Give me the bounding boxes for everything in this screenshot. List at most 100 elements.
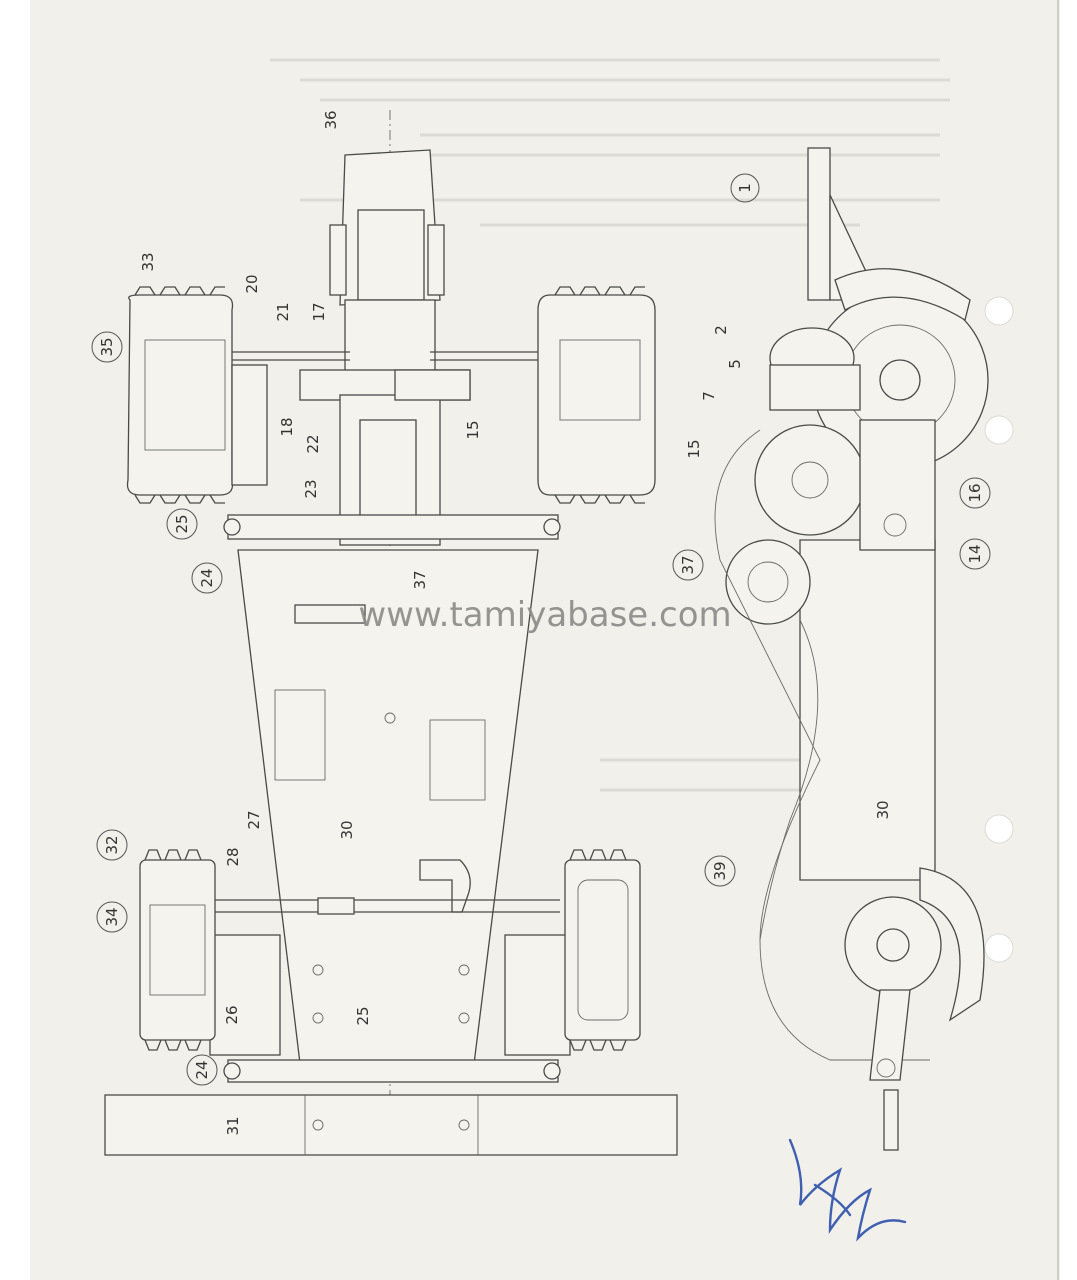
side-view-drawing xyxy=(714,147,989,1151)
callout-label: 26 xyxy=(223,1005,241,1024)
rear-axle-nut-right xyxy=(543,1062,561,1080)
binder-hole xyxy=(984,415,1014,445)
side-front-fender xyxy=(834,268,971,322)
callout-label: 37 xyxy=(411,570,429,589)
side-front-hub xyxy=(879,359,921,401)
callout-label: 39 xyxy=(711,861,729,880)
rear-left-tire-tread xyxy=(144,849,202,1051)
front-left-tire xyxy=(126,294,234,496)
side-body-inner xyxy=(759,619,819,941)
front-left-upright xyxy=(231,364,268,486)
rear-left-tire xyxy=(139,859,216,1041)
side-flywheel-center xyxy=(791,461,829,499)
side-rear-bumper xyxy=(883,1089,899,1151)
callout-label: 2 xyxy=(712,325,730,335)
front-right-tire xyxy=(537,294,656,496)
front-axle-nut-left xyxy=(223,518,241,536)
side-arm-14 xyxy=(859,419,936,551)
callout-label: 5 xyxy=(726,359,744,369)
side-gear-block xyxy=(769,364,861,411)
side-view-callouts: 1 2 5 7 15 16 14 37 30 39 xyxy=(672,173,991,887)
callout-label: 30 xyxy=(874,800,892,819)
callout-label: 1 xyxy=(736,183,754,193)
top-view-drawing xyxy=(104,110,678,1156)
side-motor-cylinder xyxy=(725,539,811,625)
bumper-screw xyxy=(312,1119,324,1131)
side-motor-end xyxy=(747,561,789,603)
callout-label: 15 xyxy=(464,420,482,439)
callout-label: 22 xyxy=(304,434,322,453)
side-front-bumper xyxy=(807,147,831,301)
callout-label: 20 xyxy=(243,274,261,293)
steering-bellcrank xyxy=(419,859,471,913)
binder-hole xyxy=(984,933,1014,963)
callout-label: 36 xyxy=(322,110,340,129)
callout-label: 23 xyxy=(302,479,320,498)
side-rear-hub xyxy=(876,928,910,962)
callout-label: 35 xyxy=(98,337,116,356)
callout-label: 30 xyxy=(338,820,356,839)
binder-hole xyxy=(984,814,1014,844)
chassis-screw xyxy=(312,964,324,976)
callout-label: 34 xyxy=(103,907,121,926)
handwritten-scribble-icon xyxy=(788,1138,907,1242)
callout-label: 24 xyxy=(193,1060,211,1079)
callout-label: 27 xyxy=(245,810,263,829)
side-rear-fender xyxy=(919,867,985,1022)
callout-label: 21 xyxy=(274,302,292,321)
callout-label: 18 xyxy=(278,417,296,436)
side-chassis-rail xyxy=(799,539,936,881)
rear-right-tire-tread xyxy=(569,849,627,1051)
front-axle-nut-right xyxy=(543,518,561,536)
chassis-screw xyxy=(458,964,470,976)
binder-hole xyxy=(984,296,1014,326)
front-right-tire-tread-top xyxy=(554,286,645,296)
callout-label: 31 xyxy=(224,1116,242,1135)
callout-label: 32 xyxy=(103,835,121,854)
bumper-side-left xyxy=(329,224,347,296)
rear-axle xyxy=(227,1059,559,1083)
callout-label: 25 xyxy=(354,1006,372,1025)
rear-right-arm xyxy=(504,934,571,1056)
callout-label: 37 xyxy=(679,555,697,574)
rear-right-tire-hub xyxy=(577,879,629,1021)
side-arm-bolt xyxy=(883,513,907,537)
top-view-callouts: 36 33 20 21 17 35 18 22 15 23 25 24 37 3… xyxy=(91,110,482,1136)
chassis-bracket xyxy=(294,604,366,624)
binder-holes xyxy=(984,296,1014,963)
callout-label: 15 xyxy=(685,439,703,458)
callout-label: 16 xyxy=(966,483,984,502)
rear-bumper xyxy=(104,1094,678,1156)
front-left-tire-tread-bottom xyxy=(134,494,225,504)
side-rear-bolt xyxy=(876,1058,896,1078)
rear-left-tire-hub xyxy=(149,904,206,996)
callout-label: 33 xyxy=(139,252,157,271)
front-right-tire-inner xyxy=(559,339,641,421)
front-left-tire-tread-top xyxy=(134,286,225,296)
gear-box-right xyxy=(394,369,471,401)
bumper-side-right xyxy=(427,224,445,296)
rear-right-tire xyxy=(564,859,641,1041)
rear-axle-nut-left xyxy=(223,1062,241,1080)
front-axle xyxy=(227,514,559,540)
chassis-screw xyxy=(312,1012,324,1024)
rear-left-arm xyxy=(209,934,281,1056)
chassis-screw xyxy=(458,1012,470,1024)
motor xyxy=(359,419,417,521)
shaft-coupler xyxy=(317,897,355,915)
bumper-screw xyxy=(458,1119,470,1131)
side-rear-arm xyxy=(869,989,911,1081)
callout-label: 7 xyxy=(700,391,718,401)
bumper-inner xyxy=(357,209,425,301)
side-flywheel xyxy=(754,424,866,536)
side-body-outline xyxy=(714,429,930,1061)
callout-label: 17 xyxy=(310,302,328,321)
callout-label: 14 xyxy=(966,544,984,563)
servo-outline xyxy=(429,719,486,801)
callout-label: 28 xyxy=(224,847,242,866)
front-left-tire-hub xyxy=(144,339,226,451)
callout-label: 25 xyxy=(173,514,191,533)
watermark-text: www.tamiyabase.com xyxy=(358,595,731,635)
callout-label: 24 xyxy=(198,568,216,587)
